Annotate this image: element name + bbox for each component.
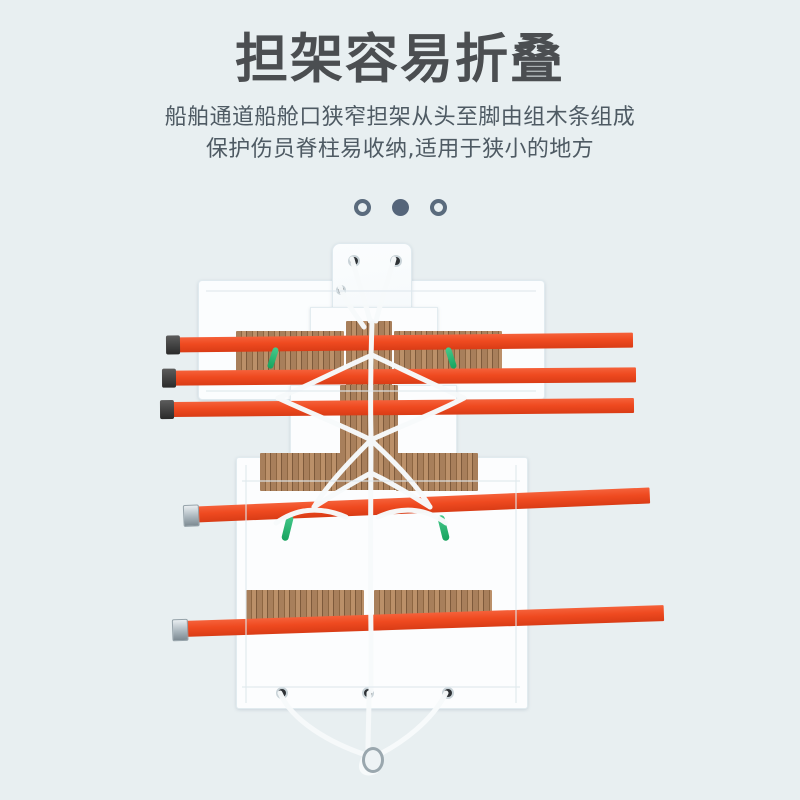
header-block: 担架容易折叠 船舶通道船舱口狭窄担架从头至脚由组木条组成 保护伤员脊柱易收纳,适… [0,0,800,165]
page-title: 担架容易折叠 [235,29,565,90]
subtitle-line-2: 保护伤员脊柱易收纳,适用于狭小的地方 [205,136,595,162]
wood-slats-hip-right [396,453,478,491]
subtitle-line-1: 船舶通道船舱口狭窄担架从头至脚由组木条组成 [164,104,636,130]
carousel-dot-1[interactable] [353,199,371,216]
carousel-dot-3[interactable] [429,199,447,216]
carousel-dot-2-active[interactable] [391,199,409,216]
carousel-dots [0,199,800,216]
rope-harness [206,256,536,776]
page-subtitle: 船舶通道船舱口狭窄担架从头至脚由组木条组成 保护伤员脊柱易收纳,适用于狭小的地方 [0,88,800,166]
product-photo[interactable] [150,235,670,780]
rope-thimble-ring [362,747,384,773]
